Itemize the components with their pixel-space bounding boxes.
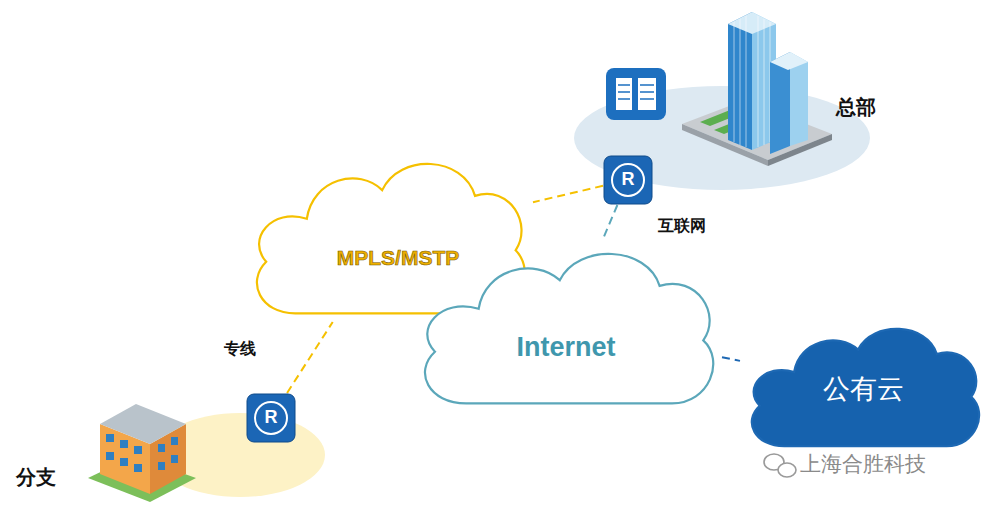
- dashed-link: [533, 186, 603, 202]
- window-line: [734, 22, 735, 142]
- hq-tower-top: [770, 52, 808, 70]
- server-rack: [638, 78, 656, 110]
- branch-window: [134, 446, 142, 454]
- link-label: 专线: [221, 339, 259, 359]
- dashed-link: [287, 322, 333, 393]
- server-slot: [640, 91, 654, 93]
- branch-window: [106, 452, 114, 460]
- watermark: 上海合胜科技: [800, 452, 926, 476]
- branch-roof: [100, 404, 186, 444]
- branch-window: [171, 437, 178, 445]
- window-line: [758, 16, 759, 147]
- wechat-icon: [778, 463, 796, 477]
- router-box: [604, 156, 652, 204]
- cloud-shape: [752, 329, 979, 446]
- branch-window: [158, 444, 165, 452]
- server-slot: [618, 84, 630, 86]
- server-slot: [618, 98, 630, 100]
- server-icon: [606, 68, 666, 120]
- site-label: 分支: [16, 466, 56, 489]
- dashed-link: [722, 357, 740, 361]
- branch-window: [171, 455, 178, 463]
- server-slot: [640, 98, 654, 100]
- branch-window: [120, 458, 128, 466]
- hq-tower: [728, 12, 752, 150]
- cloud-shape: [425, 254, 713, 404]
- router-ring: [255, 402, 287, 434]
- public-cloud: 公有云: [740, 318, 986, 453]
- link-label: 互联网: [655, 216, 709, 236]
- branch-window: [120, 440, 128, 448]
- router-letter: R: [622, 170, 635, 190]
- router-icon: R: [603, 155, 653, 205]
- branch-window: [134, 464, 142, 472]
- branch-window: [106, 434, 114, 442]
- window-line: [740, 19, 741, 145]
- internet-cloud: Internet: [410, 240, 722, 412]
- server-rack: [616, 78, 632, 110]
- cloud-label: MPLS/MSTP: [337, 246, 460, 269]
- cloud-label: Internet: [516, 333, 615, 363]
- router-icon: R: [246, 393, 296, 443]
- site-label: 总部: [836, 96, 876, 119]
- window-line: [746, 16, 747, 147]
- router-letter: R: [265, 408, 278, 428]
- router-box: [247, 394, 295, 442]
- cloud-label: 公有云: [823, 375, 904, 405]
- router-ring: [612, 164, 644, 196]
- branch-window: [158, 462, 165, 470]
- server-slot: [640, 84, 654, 86]
- cloud-outline: [410, 240, 722, 412]
- server-slot: [618, 91, 630, 93]
- hq-tower-top: [728, 12, 776, 34]
- dashed-link: [603, 205, 618, 240]
- window-line: [764, 19, 765, 145]
